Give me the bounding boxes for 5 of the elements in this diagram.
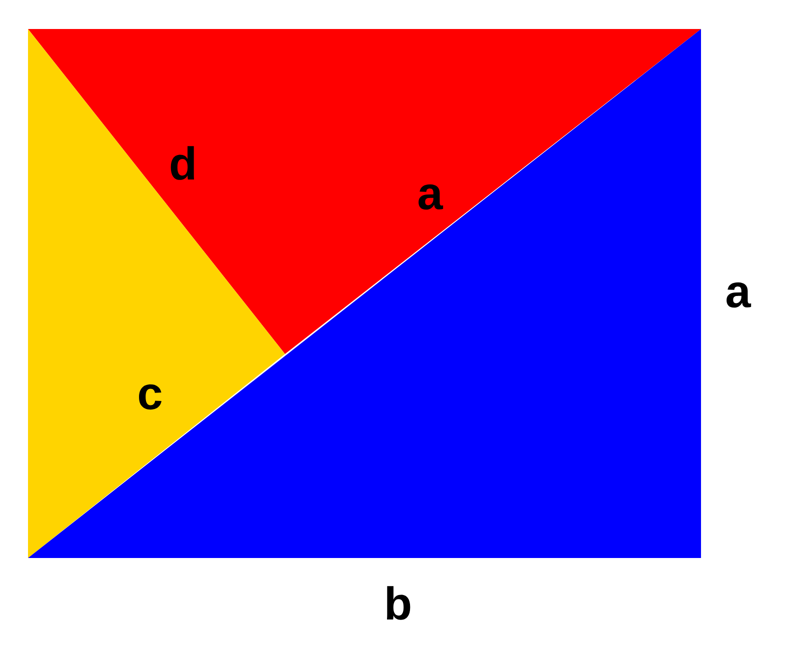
side-label: b: [386, 586, 410, 620]
side-label: a: [418, 184, 444, 210]
side-label: a: [726, 282, 752, 308]
side-label: d: [170, 146, 194, 180]
side-label: c: [139, 384, 162, 410]
